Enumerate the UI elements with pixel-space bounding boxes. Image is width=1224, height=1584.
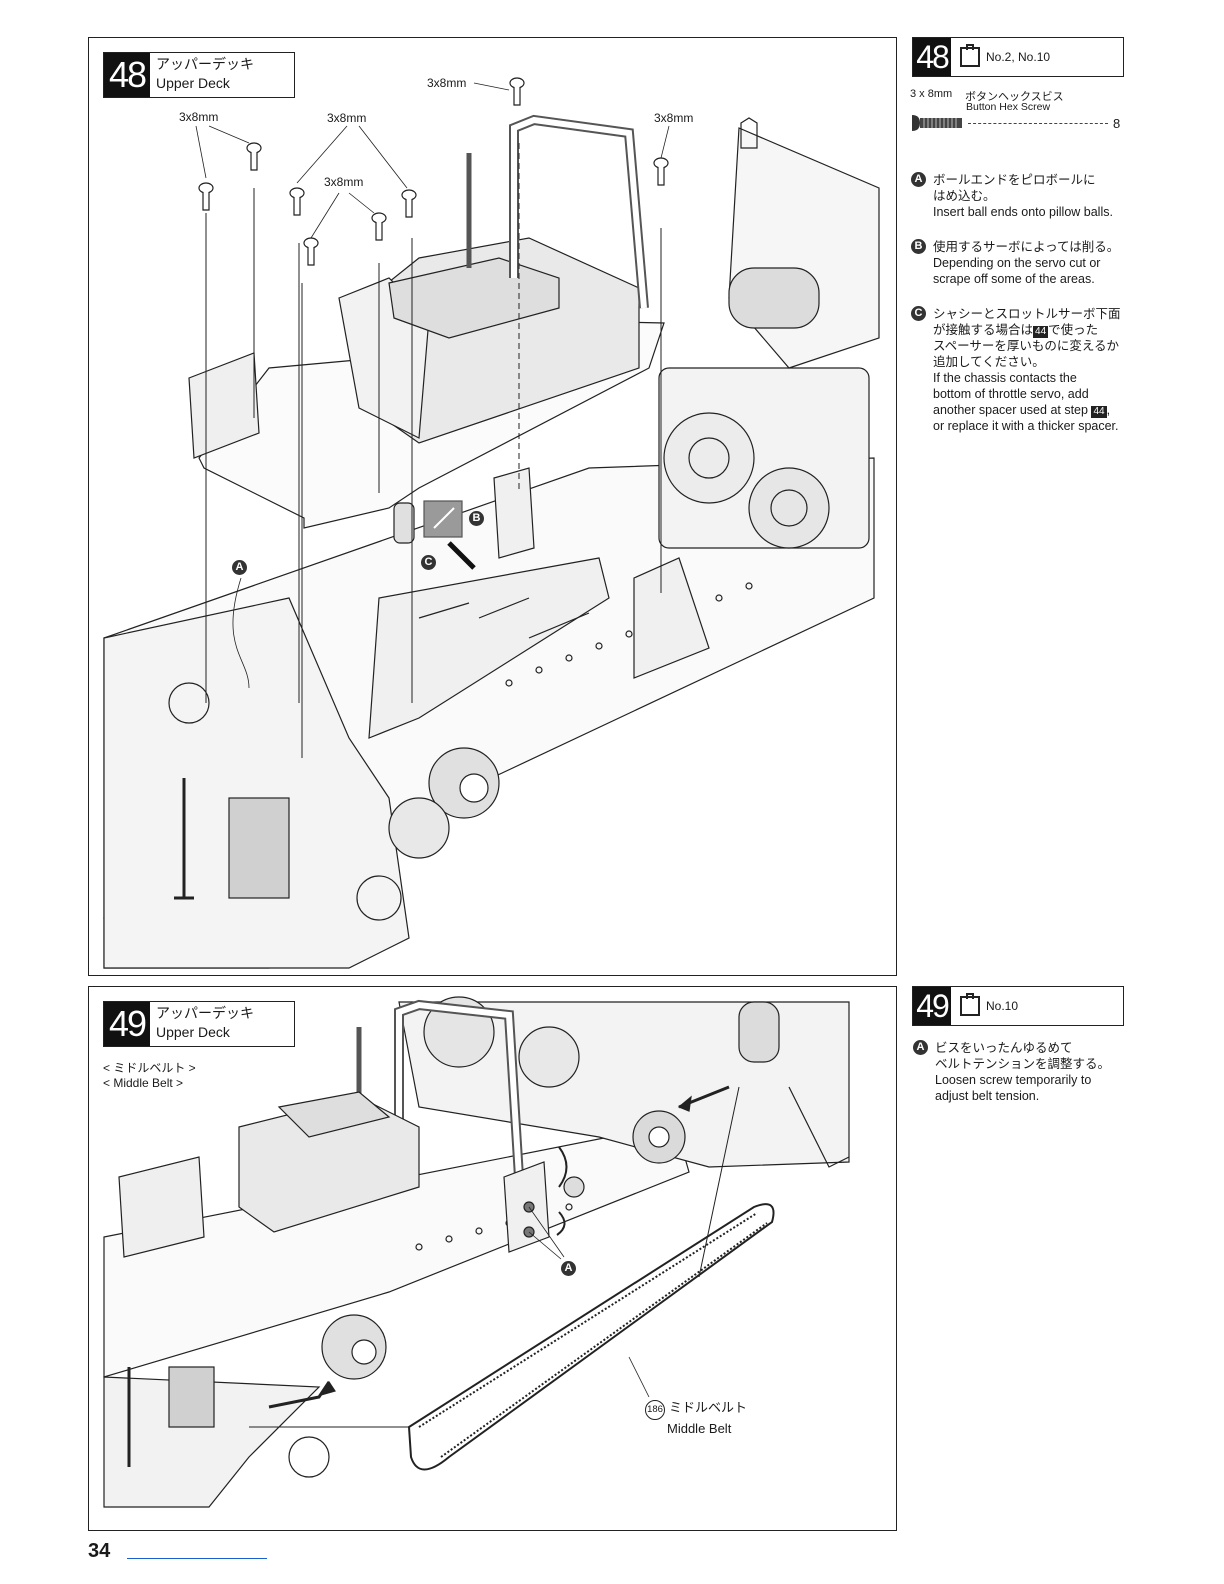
note-jp: が接触する場合は (933, 323, 1034, 337)
note-b-badge: B (911, 239, 926, 254)
note-jp: ベルトテンションを調整する。 (935, 1057, 1111, 1071)
tool-list: No.2, No.10 (986, 50, 1051, 64)
step-49-title: 49 アッパーデッキ Upper Deck (103, 1001, 295, 1047)
step-48-title-jp: アッパーデッキ (156, 56, 254, 72)
step-48-side-header: 48 No.2, No.10 (912, 37, 1124, 77)
step-49-title-en: Upper Deck (156, 1024, 230, 1040)
note-en: or replace it with a thicker spacer. (933, 419, 1119, 433)
callout-b: B (469, 511, 484, 526)
toolbox-icon (960, 993, 980, 1016)
part-name-en: Button Hex Screw (966, 101, 1051, 113)
button-hex-screw-icon (912, 115, 962, 131)
belt-label: 186 ミドルベルト Middle Belt (645, 1399, 747, 1437)
upper-deck-illustration (103, 77, 880, 969)
middle-belt-illustration (103, 996, 850, 1508)
screw-label: 3x8mm (427, 76, 467, 90)
note-jp: で使った (1048, 323, 1099, 337)
note-jp: はめ込む。 (933, 189, 996, 203)
step-49-title-jp: アッパーデッキ (156, 1005, 254, 1021)
note-a-badge: A (913, 1040, 928, 1055)
note-en: Depending on the servo cut or (933, 256, 1101, 270)
step-48-title-en: Upper Deck (156, 75, 230, 91)
part-quantity: 8 (1113, 116, 1121, 131)
belt-name-jp: ミドルベルト (669, 1400, 748, 1415)
note-en: scrape off some of the areas. (933, 272, 1095, 286)
note-jp: 使用するサーボによっては削る。 (933, 240, 1120, 254)
note-jp: スペーサーを厚いものに変えるか (933, 339, 1120, 353)
screw-label: 3x8mm (179, 110, 219, 124)
note-en: , (1106, 403, 1111, 417)
note-jp: ボールエンドをピロボールに (933, 173, 1096, 187)
note-jp: シャシーとスロットルサーボ下面 (933, 307, 1121, 321)
note-jp: ビスをいったんゆるめて (935, 1041, 1073, 1055)
middle-belt-subtitle-jp: < ミドルベルト > (103, 1061, 196, 1075)
callout-a: A (232, 560, 247, 575)
step-ref-badge: 44 (1033, 326, 1049, 338)
toolbox-icon (960, 44, 980, 67)
step-ref-badge: 44 (1091, 406, 1107, 418)
note-a: A ボールエンドをピロボールに はめ込む。 Insert ball ends o… (911, 172, 1113, 220)
note-a-badge: A (911, 172, 926, 187)
step-48-number: 48 (104, 53, 150, 97)
note-en: Loosen screw temporarily to (935, 1073, 1092, 1087)
screw-label: 3x8mm (327, 111, 367, 125)
parts-list: 3 x 8mm ボタンヘックスビス Button Hex Screw 8 (910, 88, 1120, 132)
note-en: another spacer used at step (933, 403, 1088, 417)
callout-c: C (421, 555, 436, 570)
step-48-title: 48 アッパーデッキ Upper Deck (103, 52, 295, 98)
middle-belt-subtitle-en: < Middle Belt > (103, 1076, 184, 1090)
note-b: B 使用するサーボによっては削る。 Depending on the servo… (911, 239, 1120, 287)
part-spec: 3 x 8mm (910, 88, 953, 100)
note-c-badge: C (911, 306, 926, 321)
step-49-side-header: 49 No.10 (912, 986, 1124, 1026)
page-number: 34 (88, 1540, 111, 1562)
callout-a: A (561, 1261, 576, 1276)
note-en: adjust belt tension. (935, 1089, 1040, 1103)
belt-name-en: Middle Belt (667, 1421, 732, 1436)
note-en: bottom of throttle servo, add (933, 387, 1089, 401)
step-49-panel: 49 アッパーデッキ Upper Deck < ミドルベルト > < Middl… (88, 986, 897, 1531)
screw-label: 3x8mm (654, 111, 694, 125)
step-49-side-number: 49 (913, 987, 951, 1025)
part-number-badge: 186 (645, 1400, 665, 1420)
step-48-panel: 48 アッパーデッキ Upper Deck (88, 37, 897, 976)
step-49-number: 49 (104, 1002, 150, 1046)
note-en: If the chassis contacts the (933, 371, 1077, 385)
tool-list: No.10 (986, 999, 1019, 1013)
note-jp: 追加してください。 (933, 355, 1045, 369)
footer-rule (127, 1558, 267, 1559)
part-name-jp: ボタンヘックスビス (965, 91, 1064, 103)
step-48-side-number: 48 (913, 38, 951, 76)
note-a: A ビスをいったんゆるめて ベルトテンションを調整する。 Loosen scre… (913, 1040, 1111, 1104)
note-en: Insert ball ends onto pillow balls. (933, 205, 1113, 219)
screw-label: 3x8mm (324, 175, 364, 189)
